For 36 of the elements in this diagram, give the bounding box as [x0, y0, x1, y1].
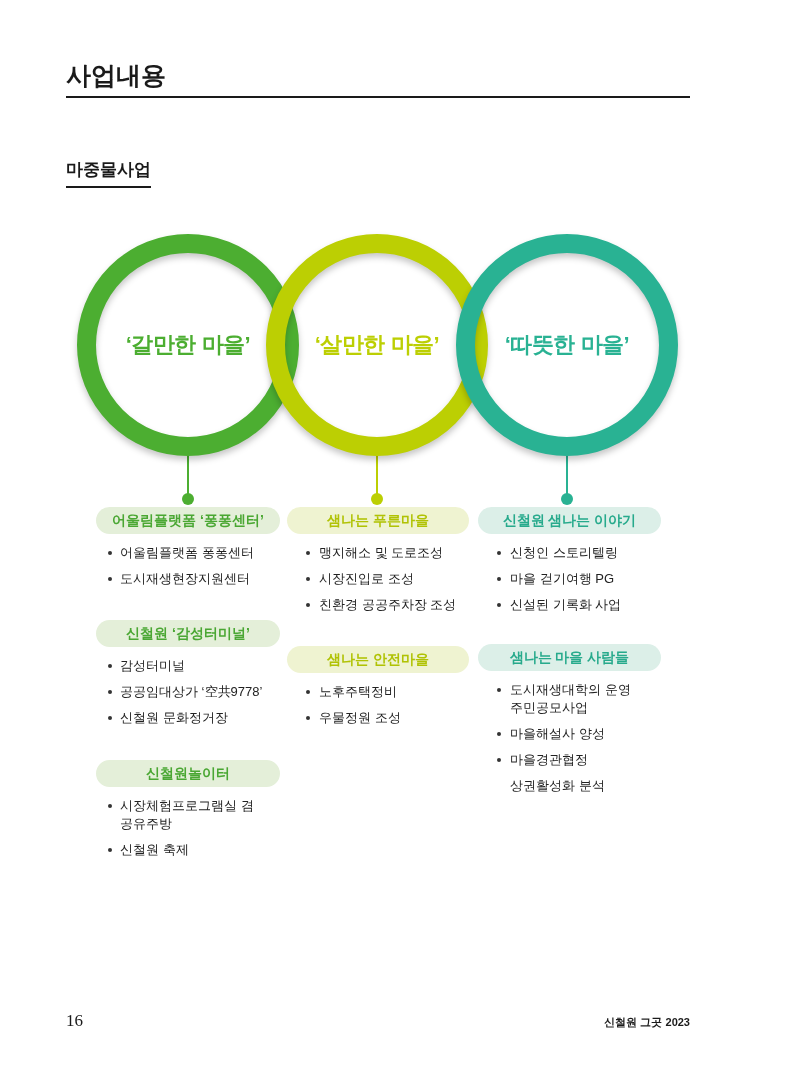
bullet-text: 시장체험프로그램실 겸 공유주방 — [120, 797, 255, 833]
section-heading: 마중물사업 — [66, 159, 151, 181]
bullet-text: 노후주택정비 — [319, 683, 397, 701]
bullet-text: 상권활성화 분석 — [510, 777, 605, 795]
bullet-text: 우물정원 조성 — [319, 709, 401, 727]
bullet-text: 도시재생현장지원센터 — [120, 570, 250, 588]
bullet-text: 신설된 기록화 사업 — [510, 596, 622, 614]
bullet-text: 시장진입로 조성 — [319, 570, 414, 588]
category-pill: 샘나는 마을 사람들 — [478, 644, 661, 671]
category-pill: 신철원 샘나는 이야기 — [478, 507, 661, 534]
category-pill: 신철원 ‘감성터미널’ — [96, 620, 280, 647]
connector-line — [182, 455, 194, 505]
ring-title: ‘갈만한 마을’ — [125, 331, 251, 359]
category-pill: 어울림플랫폼 ‘퐁퐁센터’ — [96, 507, 280, 534]
page-title: 사업내용 — [66, 60, 166, 91]
bullet-text: 신철원 축제 — [120, 841, 189, 859]
bullet-text: 공공임대상가 ‘空共9778’ — [120, 683, 263, 701]
bullet-text: 신청인 스토리텔링 — [510, 544, 618, 562]
connector-line — [371, 455, 383, 505]
bullet-text: 마을경관협정 — [510, 751, 588, 769]
page-number: 16 — [66, 1010, 83, 1032]
bullet-text: 마을해설사 양성 — [510, 725, 605, 743]
connector-line — [561, 455, 573, 505]
ring-title: ‘살만한 마을’ — [314, 331, 440, 359]
bullet-text: 친환경 공공주차장 조성 — [319, 596, 457, 614]
bullet-text: 도시재생대학의 운영 주민공모사업 — [510, 681, 632, 717]
bullet-text: 어울림플랫폼 퐁퐁센터 — [120, 544, 254, 562]
bullet-text: 감성터미널 — [120, 657, 185, 675]
category-pill: 샘나는 안전마을 — [287, 646, 469, 673]
bullet-text: 맹지해소 및 도로조성 — [319, 544, 444, 562]
category-pill: 샘나는 푸른마을 — [287, 507, 469, 534]
bullet-text: 신철원 문화정거장 — [120, 709, 228, 727]
ring-title: ‘따뜻한 마을’ — [504, 331, 630, 359]
bullet-text: 마을 걷기여행 PG — [510, 570, 614, 588]
category-pill: 신철원놀이터 — [96, 760, 280, 787]
footer-text: 신철원 그곳 2023 — [604, 1015, 690, 1030]
